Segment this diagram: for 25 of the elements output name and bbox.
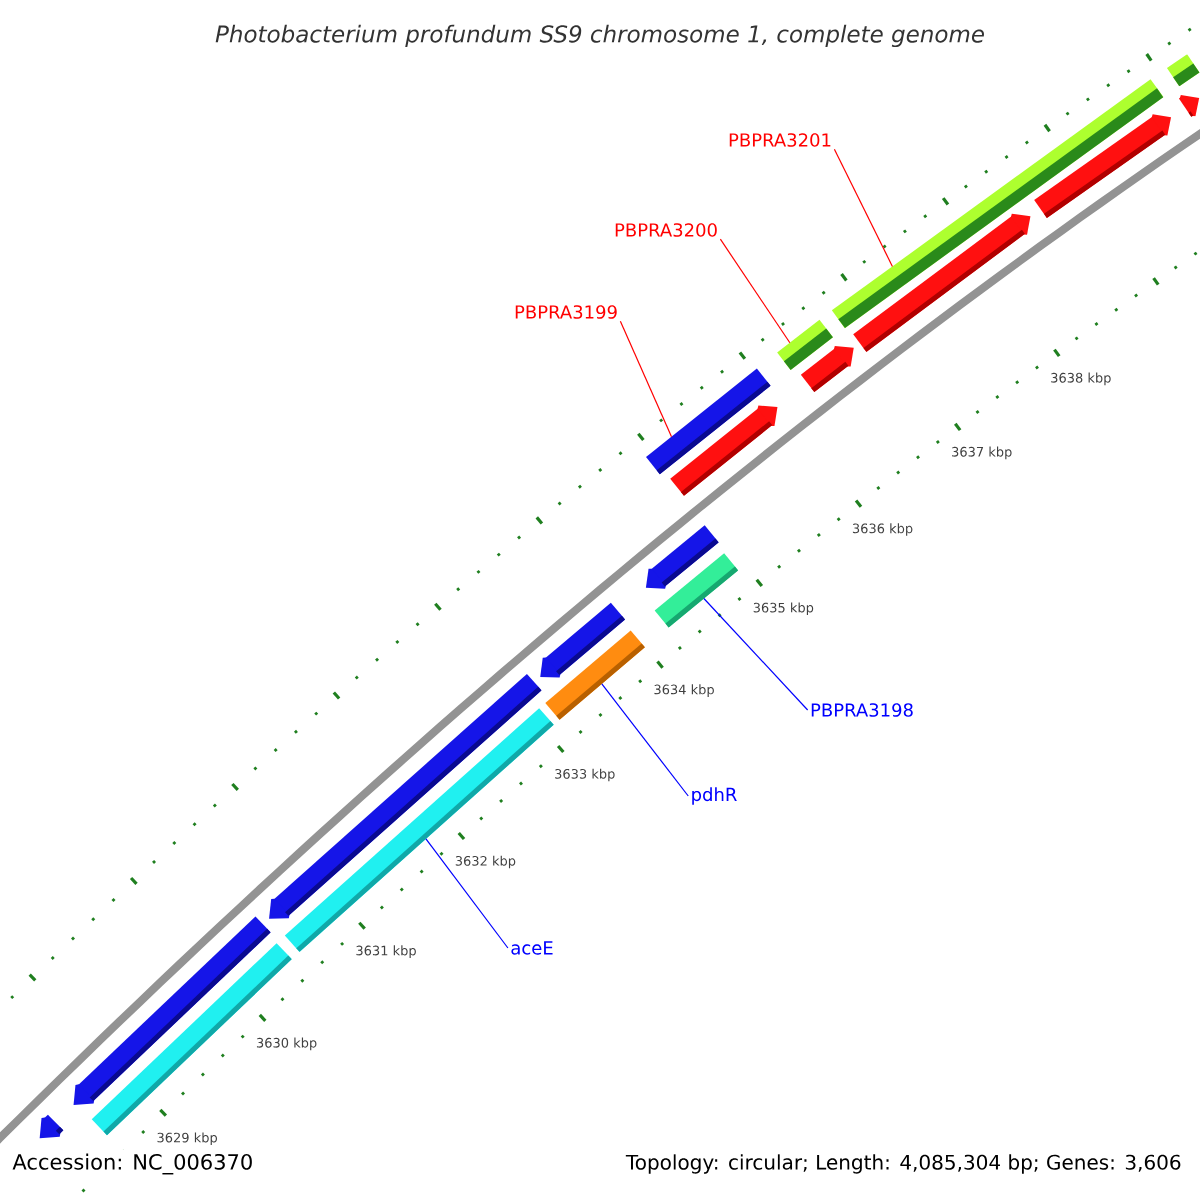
- gene-block: [645, 525, 719, 589]
- gene-label: pdhR: [692, 787, 737, 805]
- gene-label: aceE: [511, 941, 553, 955]
- gene-label: PBPRA3201: [729, 133, 831, 147]
- leader-line: [719, 238, 791, 344]
- leader-line: [833, 148, 893, 268]
- topology-text: Topology: circular; Length: 4,085,304 bp; Genes: 3,606: [625, 1154, 1181, 1174]
- gene-bar: [91, 943, 292, 1136]
- leader-line: [703, 597, 809, 711]
- title: Photobacterium profundum SS9 chromosome 1, complete genome: [215, 24, 984, 48]
- leader-line: [601, 683, 689, 797]
- accession-text: Accession: NC_006370: [8, 1149, 258, 1179]
- gene-bar: [1166, 54, 1200, 87]
- gene-block: [39, 1114, 64, 1139]
- leader-line: [619, 320, 673, 438]
- gene-label: PBPRA3200: [615, 223, 717, 237]
- gene-bar: [777, 319, 833, 370]
- gene-block: [540, 602, 626, 678]
- gene-block: [1178, 94, 1200, 117]
- gene-label: PBPRA3198: [811, 703, 913, 717]
- gene-block: [269, 673, 542, 919]
- gene-label: PBPRA3199: [515, 305, 617, 319]
- gene-bar: [831, 79, 1164, 329]
- leader-line: [425, 838, 509, 949]
- gene-bar: [646, 368, 771, 475]
